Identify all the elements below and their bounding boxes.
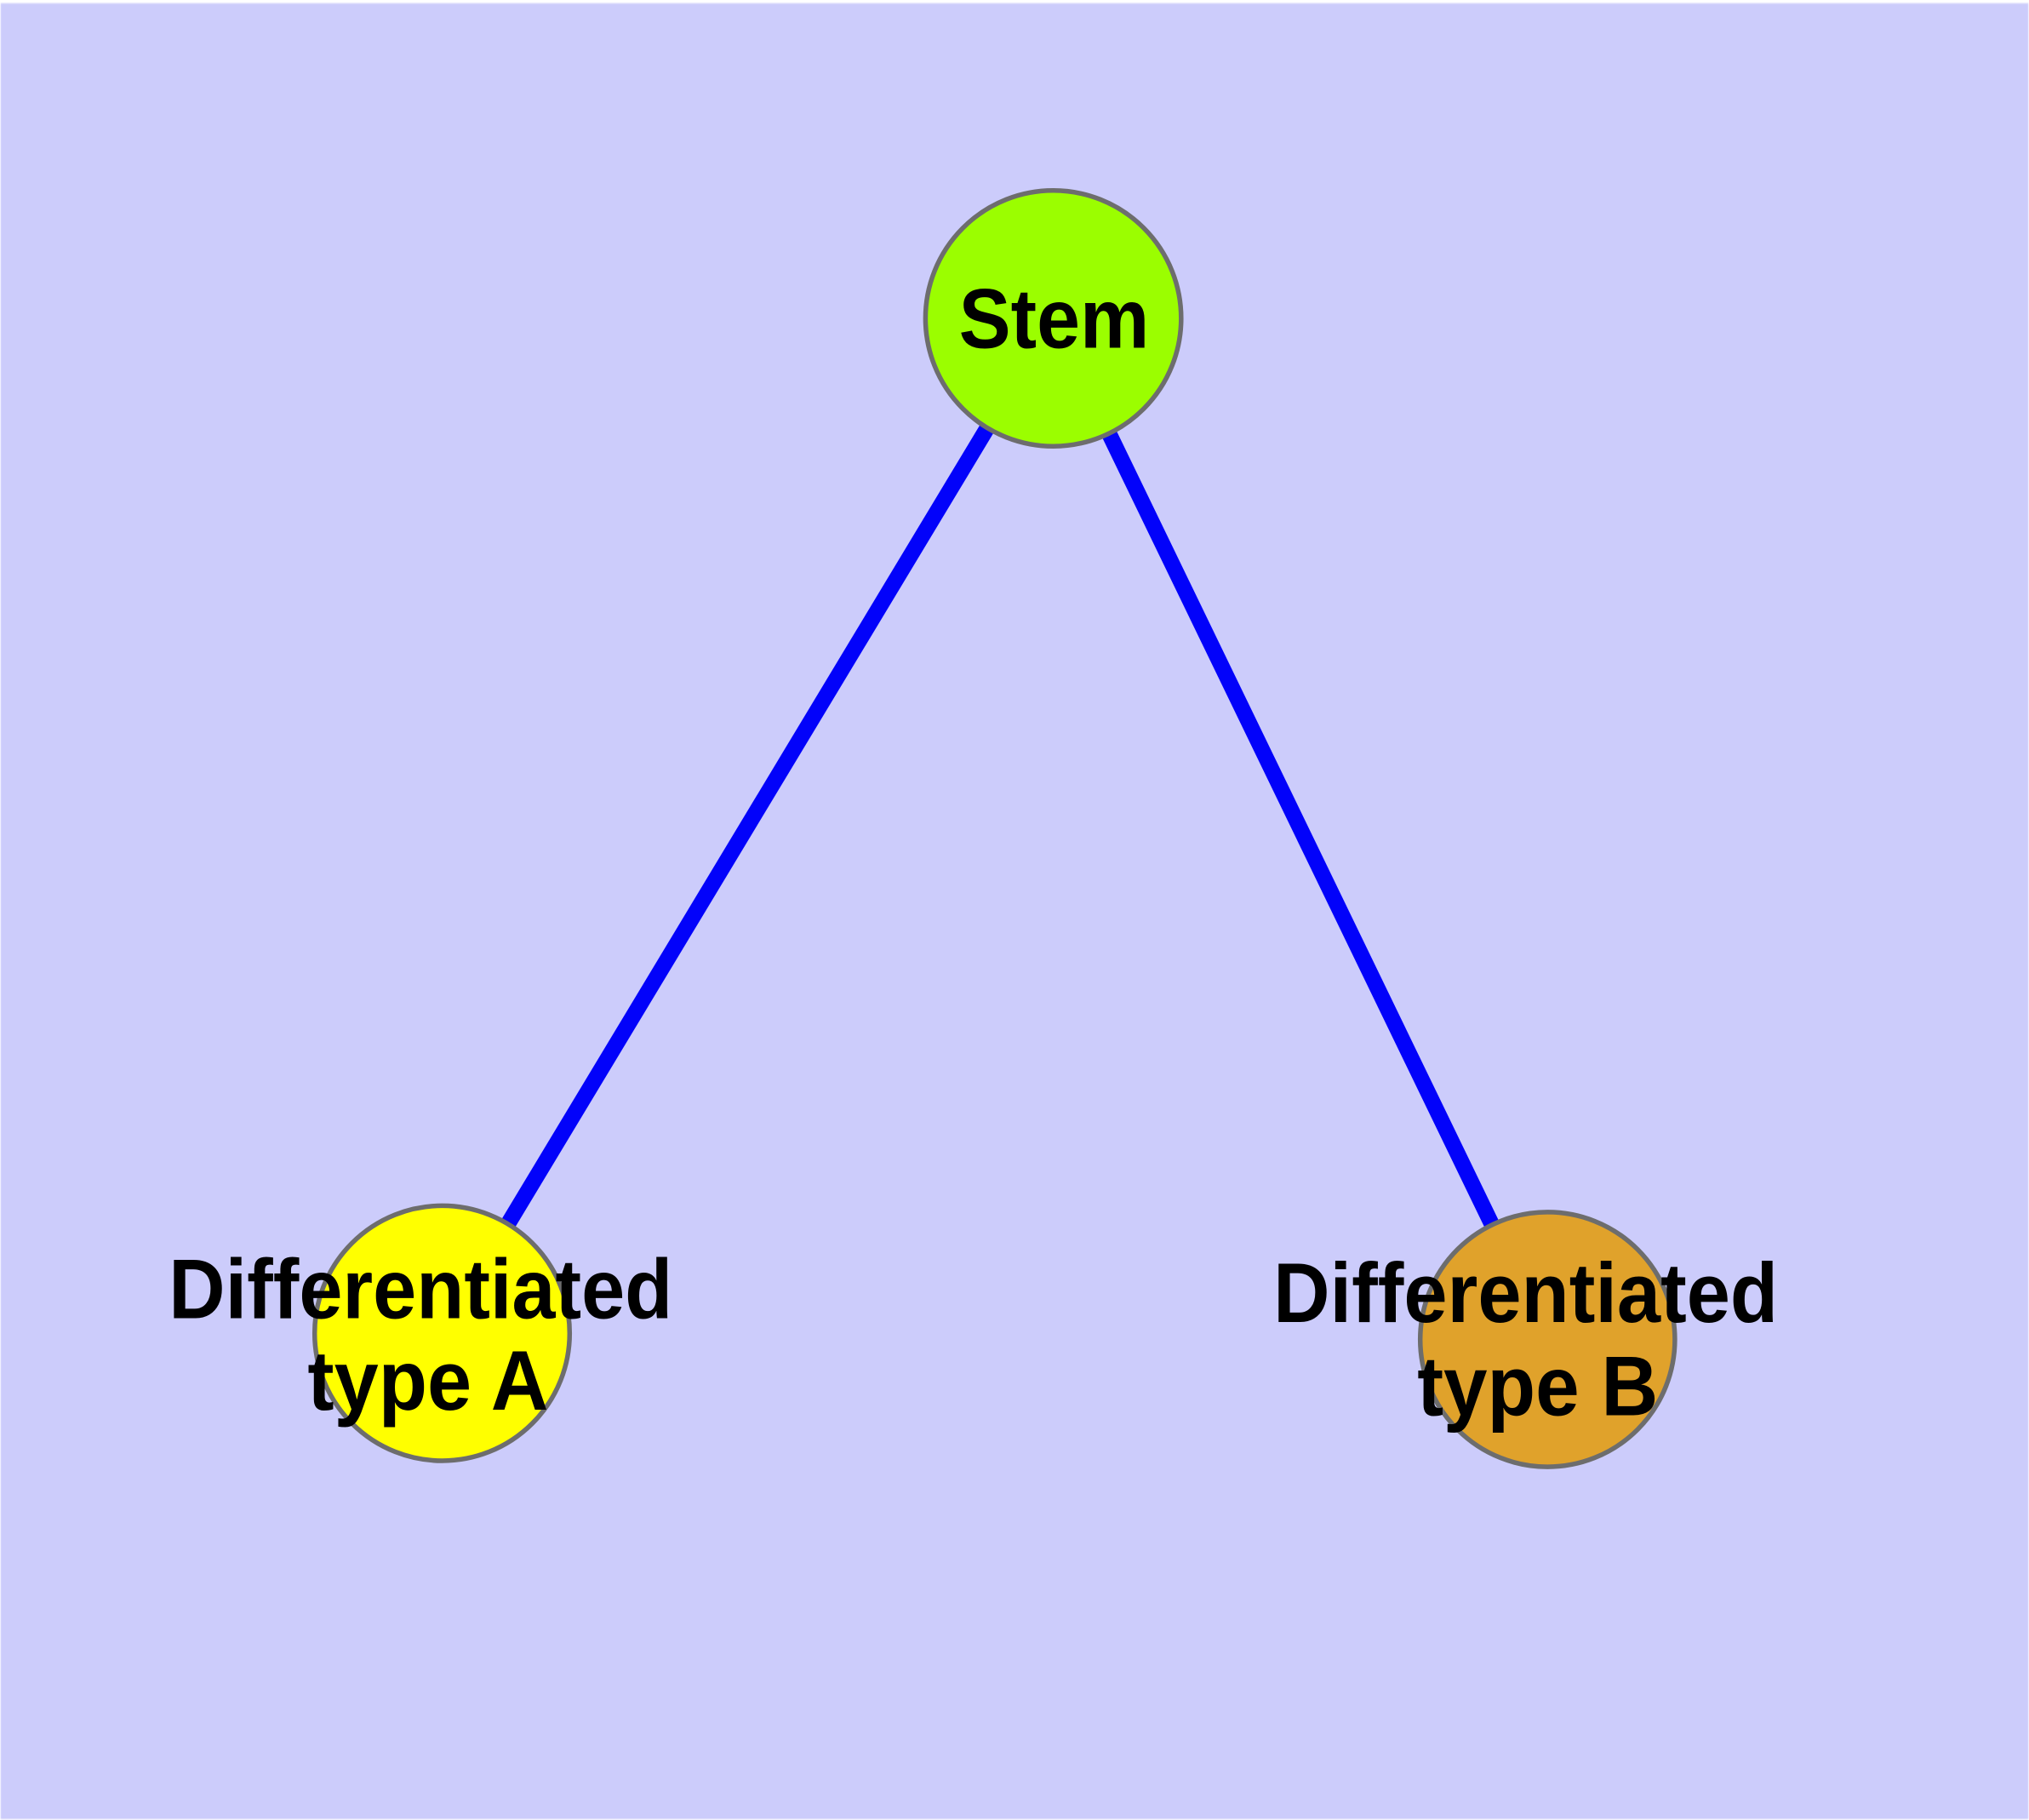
svg-text:type B: type B xyxy=(1417,1339,1658,1434)
svg-text:Stem: Stem xyxy=(959,272,1150,366)
svg-text:type A: type A xyxy=(307,1333,548,1428)
svg-text:Differentiated: Differentiated xyxy=(169,1241,672,1336)
svg-text:Differentiated: Differentiated xyxy=(1273,1245,1778,1340)
